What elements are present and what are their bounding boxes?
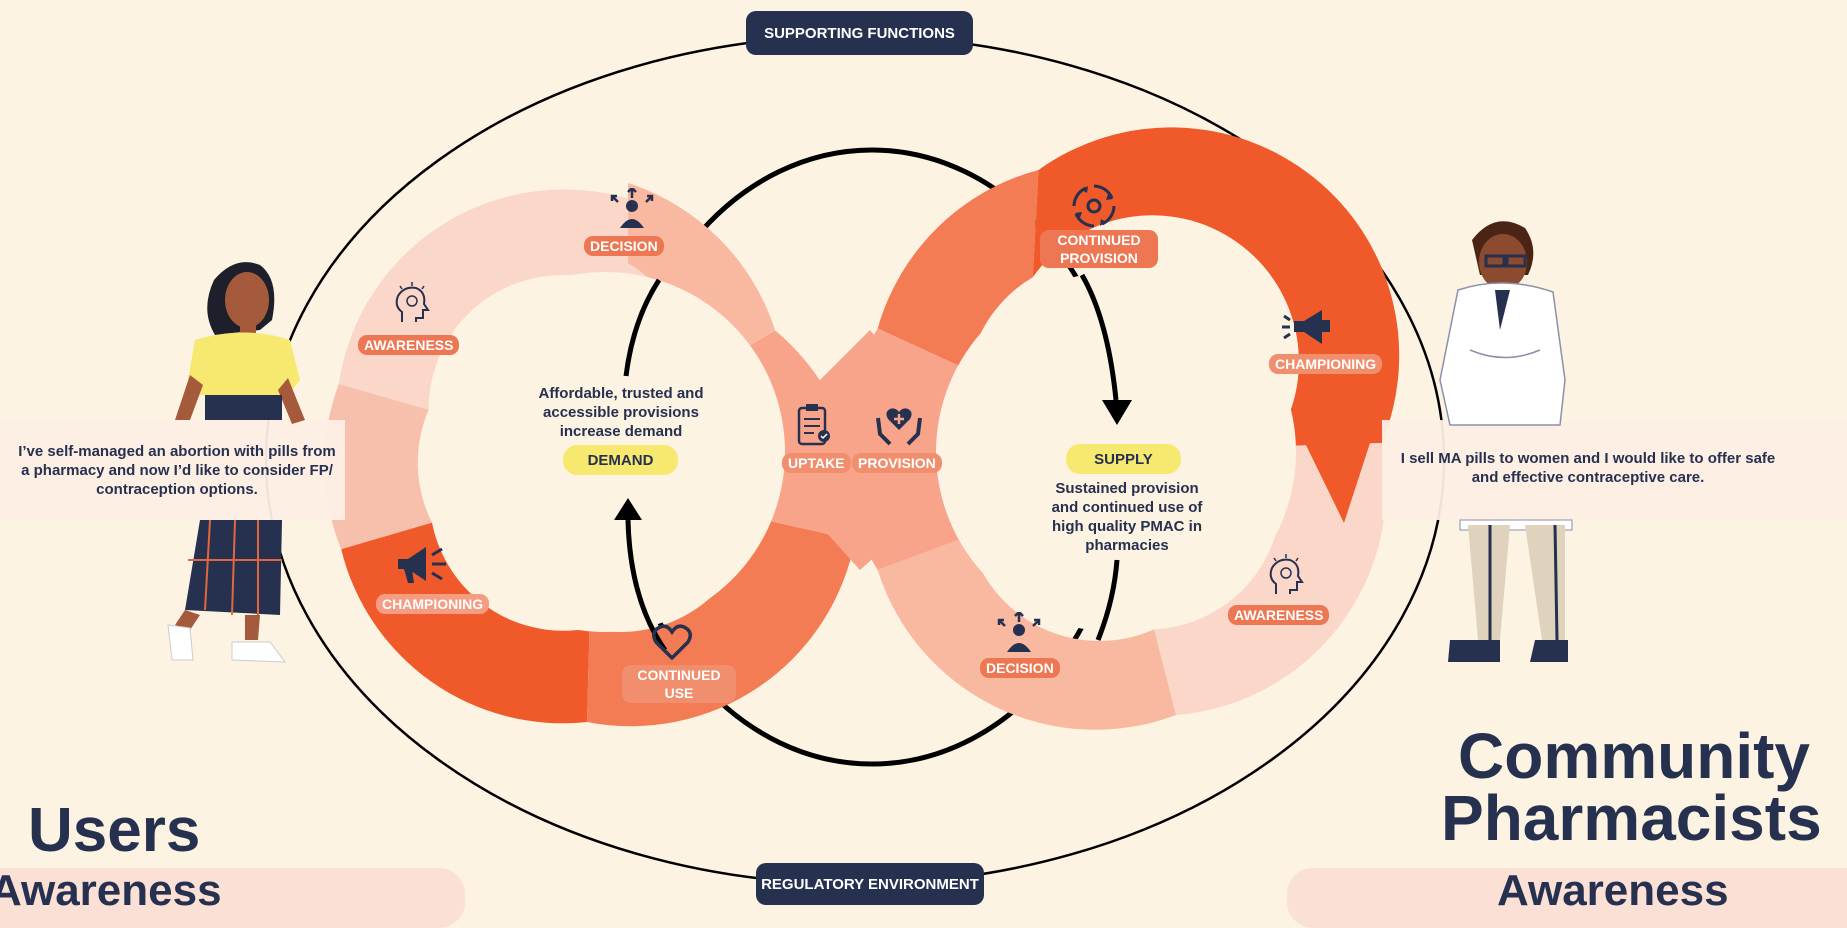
pharmacists-title-line2: Pharmacists: [1441, 782, 1822, 854]
users-quote-band: [0, 420, 345, 520]
continued-provision-line1: CONTINUED: [1057, 232, 1141, 248]
uptake-icon: [796, 402, 832, 453]
user-figure-illustration: [167, 262, 305, 663]
supply-decision-icon: [997, 610, 1041, 659]
pharmacists-awareness-heading: Awareness: [1497, 868, 1729, 915]
uptake-label: UPTAKE: [782, 453, 851, 473]
continued-use-icon: [652, 624, 692, 665]
users-awareness-band: Awareness: [0, 868, 465, 928]
supply-awareness-icon: [1266, 554, 1306, 603]
provision-label: PROVISION: [852, 453, 942, 473]
continued-use-line2: USE: [664, 685, 694, 701]
supply-badge: SUPPLY: [1066, 444, 1181, 474]
pmac-diagram: SUPPORTING FUNCTIONS REGULATORY ENVIRONM…: [0, 11, 1847, 928]
continued-provision-label: CONTINUED PROVISION: [1040, 230, 1158, 268]
pharmacists-title-line1: Community: [1458, 720, 1810, 792]
demand-badge: DEMAND: [563, 445, 678, 475]
users-quote: I’ve self-managed an abortion with pills…: [18, 443, 336, 498]
pharmacist-figure-illustration: [1439, 221, 1573, 662]
demand-championing-label: CHAMPIONING: [376, 594, 490, 614]
provision-icon: [876, 402, 922, 451]
continued-use-line1: CONTINUED: [637, 667, 721, 683]
supply-awareness-label: AWARENESS: [1228, 605, 1330, 625]
demand-continued-use-label: CONTINUED USE: [622, 665, 736, 703]
supply-championing-icon: [1282, 308, 1334, 353]
users-title: Users: [28, 796, 201, 865]
pharmacists-awareness-band: Awareness: [1287, 868, 1847, 928]
demand-ring: [324, 183, 858, 727]
demand-up-arrow: [614, 498, 642, 520]
crossing-overlap: [815, 330, 910, 570]
users-awareness-heading: Awareness: [0, 868, 222, 915]
demand-decision-label: DECISION: [584, 236, 664, 256]
awareness-icon: [392, 282, 432, 331]
demand-description: Affordable, trusted and accessible provi…: [538, 385, 704, 440]
supply-flow-arrows: [1079, 273, 1120, 641]
continued-provision-icon: [1072, 184, 1116, 233]
demand-awareness-label: AWARENESS: [358, 335, 460, 355]
pharmacist-quote-band: [1382, 420, 1847, 520]
decision-icon: [610, 186, 654, 235]
championing-icon: [396, 545, 448, 592]
supply-decision-label: DECISION: [980, 658, 1060, 678]
supply-down-arrow: [1102, 400, 1132, 425]
continued-provision-line2: PROVISION: [1060, 250, 1138, 266]
demand-flow-arrows: [623, 278, 668, 652]
supply-championing-label: CHAMPIONING: [1269, 354, 1383, 374]
supply-description: Sustained provision and continued use of…: [1051, 480, 1203, 554]
pharmacist-quote: I sell MA pills to women and I would lik…: [1400, 450, 1776, 486]
regulatory-environment-label: REGULATORY ENVIRONMENT: [756, 863, 984, 905]
supporting-functions-label: SUPPORTING FUNCTIONS: [746, 11, 973, 55]
